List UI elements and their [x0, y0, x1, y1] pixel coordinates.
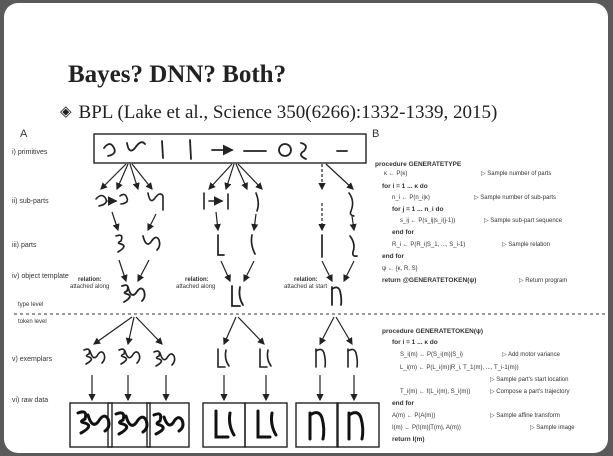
row-label-parts: iii) parts: [12, 242, 37, 249]
template-glyphs: [121, 284, 343, 307]
token-level-label: token level: [18, 319, 47, 325]
algo-token-comment: ▷ Sample part's start location: [490, 377, 568, 383]
algo-type-line: κ ← P(κ): [384, 171, 407, 177]
bullet-item: ◈ BPL (Lake et al., Science 350(6266):133…: [60, 102, 497, 124]
row-label-sub-parts: ii) sub-parts: [12, 198, 49, 205]
algo-type-comment: ▷ Sample relation: [502, 242, 550, 248]
arrows-templates-to-exemplars: [93, 316, 353, 346]
algo-token-line: S_i(m) ← P(S_i(m)|S_i): [400, 352, 463, 358]
relation-1-value: attached along: [70, 284, 109, 290]
relation-3-name: relation:: [294, 277, 318, 283]
algo-token-line: procedure GENERATETOKEN(ψ): [382, 328, 483, 335]
algo-token-comment: ▷ Sample image: [530, 425, 575, 431]
arrows-subparts-to-parts: [111, 203, 357, 232]
algo-token-line: I(m) ← P(I(m)|T(m), A(m)): [392, 425, 461, 431]
algo-type-line: s_ij ← P(s_ij|s_i(j-1)): [400, 218, 455, 224]
panel-b-label: B: [372, 128, 379, 140]
algo-token-line: A(m) ← P(A(m)): [392, 413, 435, 419]
algo-type-line: return @GENERATETOKEN(ψ): [382, 277, 476, 284]
row-label-object-template: iv) object template: [12, 273, 69, 280]
raw-data-boxes: [69, 402, 380, 448]
arrows-exemplars-to-raw: [88, 375, 358, 402]
relation-2-name: relation:: [185, 277, 209, 283]
type-level-label: type level: [18, 302, 43, 308]
panel-a-label: A: [20, 128, 28, 140]
algo-token-line: L_i(m) ← P(L_i(m)|R_i, T_1(m), ..., T_i-…: [400, 365, 519, 371]
slide: Bayes? DNN? Both? ◈ BPL (Lake et al., Sci…: [4, 3, 608, 453]
relation-3-value: attached at start: [284, 284, 327, 290]
raw-data-glyphs: [76, 409, 365, 441]
algorithm-generate-token: procedure GENERATETOKEN(ψ) for i = 1 ...…: [382, 328, 575, 443]
algo-type-comment: ▷ Sample number of sub-parts: [474, 195, 556, 201]
algo-token-line: end for: [392, 400, 414, 407]
algo-type-comment: ▷ Sample sub-part sequence: [484, 218, 563, 224]
algo-token-line: T_i(m) ← f(L_i(m), S_i(m)): [400, 389, 470, 395]
algo-type-comment: ▷ Return program: [519, 278, 567, 284]
arrows-primitives-to-subparts: [100, 163, 354, 191]
algo-type-line: end for: [392, 229, 414, 236]
algo-type-line: for i = 1 ... κ do: [382, 183, 428, 190]
algo-type-line: n_i ← P(n_i|κ): [392, 195, 430, 201]
algo-type-line: ψ ← {κ, R, S}: [382, 266, 418, 272]
algo-type-line: procedure GENERATETYPE: [375, 161, 462, 168]
algorithm-generate-type: procedure GENERATETYPE κ ← P(κ) ▷ Sample…: [375, 161, 567, 284]
primitive-strokes: [103, 139, 348, 160]
row-label-raw-data: vi) raw data: [12, 397, 48, 404]
exemplar-glyphs: [83, 348, 359, 368]
algo-token-comment: ▷ Sample affine transform: [490, 413, 560, 419]
row-label-exemplars: v) exemplars: [12, 356, 53, 363]
algo-token-comment: ▷ Add motor variance: [502, 352, 561, 358]
algo-type-line: end for: [382, 253, 404, 260]
bullet-text: BPL (Lake et al., Science 350(6266):1332…: [78, 102, 498, 123]
bpl-figure: A B i) primitives ii) sub-parts iii) par…: [12, 128, 606, 448]
algo-type-line: R_i ← P(R_i|S_1, ..., S_i-1): [392, 242, 465, 248]
relation-1-name: relation:: [78, 277, 102, 283]
algo-token-comment: ▷ Compose a part's trajectory: [490, 389, 569, 395]
algo-type-comment: ▷ Sample number of parts: [481, 171, 551, 177]
diamond-bullet-icon: ◈: [60, 104, 72, 120]
slide-title: Bayes? DNN? Both?: [68, 61, 287, 88]
relation-2-value: attached along: [176, 284, 215, 290]
algo-token-line: return I(m): [392, 436, 425, 443]
row-label-primitives: i) primitives: [12, 149, 48, 156]
primitives-box: [93, 133, 367, 164]
arrows-parts-to-templates: [118, 259, 355, 283]
algo-token-line: for i = 1 ... κ do: [392, 339, 438, 346]
algo-type-line: for j = 1 ... n_i do: [392, 206, 443, 213]
part-glyphs: [115, 234, 358, 258]
subpart-glyphs: [95, 192, 355, 217]
